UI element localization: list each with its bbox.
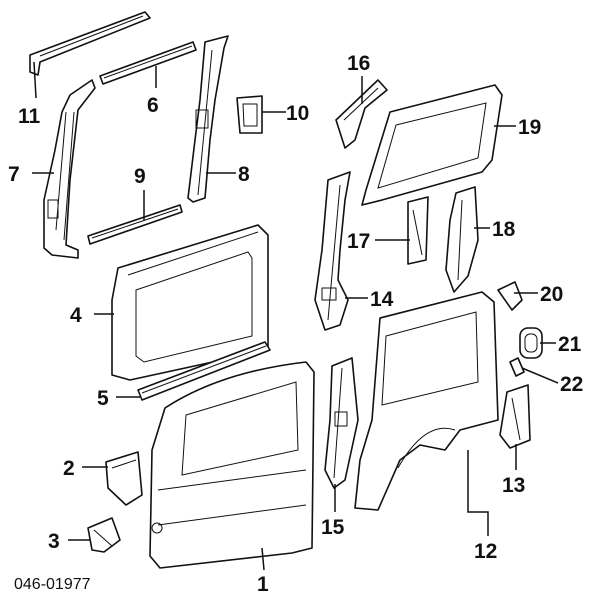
- callout-21: 21: [558, 333, 582, 356]
- callout-12: 12: [474, 540, 497, 563]
- part-5-molding-strip: [137, 341, 271, 401]
- part-7-front-pillar: [43, 79, 96, 259]
- part-20-clip: [497, 281, 523, 311]
- part-8-center-frame: [187, 35, 229, 203]
- part-12-rear-quarter-panel: [354, 291, 499, 511]
- callout-17: 17: [347, 230, 370, 253]
- callout-4: 4: [70, 304, 82, 327]
- callout-8: 8: [238, 163, 250, 186]
- part-15-lower-pillar: [324, 357, 359, 489]
- part-1-side-door-panel: [149, 361, 315, 569]
- callout-22: 22: [560, 373, 583, 396]
- callout-16: 16: [347, 52, 370, 75]
- part-18-reinforcement: [445, 186, 479, 293]
- part-9-lower-rail: [87, 204, 183, 245]
- part-4-window-frame-panel: [111, 224, 269, 381]
- callout-5: 5: [97, 387, 109, 410]
- callout-2: 2: [63, 457, 75, 480]
- part-22-fastener: [509, 357, 525, 377]
- part-6-upper-rail: [99, 41, 197, 85]
- part-13-bracket: [499, 384, 531, 449]
- part-16-roof-bow: [335, 79, 388, 149]
- callout-18: 18: [492, 218, 516, 241]
- callout-10: 10: [286, 102, 309, 125]
- part-19-quarter-window-frame: [361, 84, 503, 206]
- part-14-center-pillar: [314, 171, 351, 331]
- part-11-roof-rail: [29, 11, 151, 76]
- callout-14: 14: [370, 288, 394, 311]
- callout-11: 11: [18, 105, 41, 128]
- callout-labels: 11 6 7 8 9 10 16 19 17 18 4 14 20 21 22 …: [8, 52, 583, 596]
- callout-19: 19: [518, 116, 541, 139]
- callout-6: 6: [147, 94, 159, 117]
- diagram-code: 046-01977: [14, 576, 91, 593]
- callout-13: 13: [502, 474, 525, 497]
- callout-3: 3: [48, 530, 60, 553]
- part-17-bracket: [407, 196, 429, 265]
- callout-20: 20: [540, 283, 563, 306]
- part-21-cover: [519, 327, 543, 359]
- callout-7: 7: [8, 163, 20, 186]
- leader-lines: [32, 61, 559, 571]
- callout-9: 9: [134, 165, 146, 188]
- callout-15: 15: [321, 516, 345, 539]
- part-3-lower-bracket: [87, 517, 121, 553]
- part-2-small-panel: [105, 451, 143, 506]
- part-10-bracket: [236, 95, 263, 134]
- callout-1: 1: [257, 573, 269, 596]
